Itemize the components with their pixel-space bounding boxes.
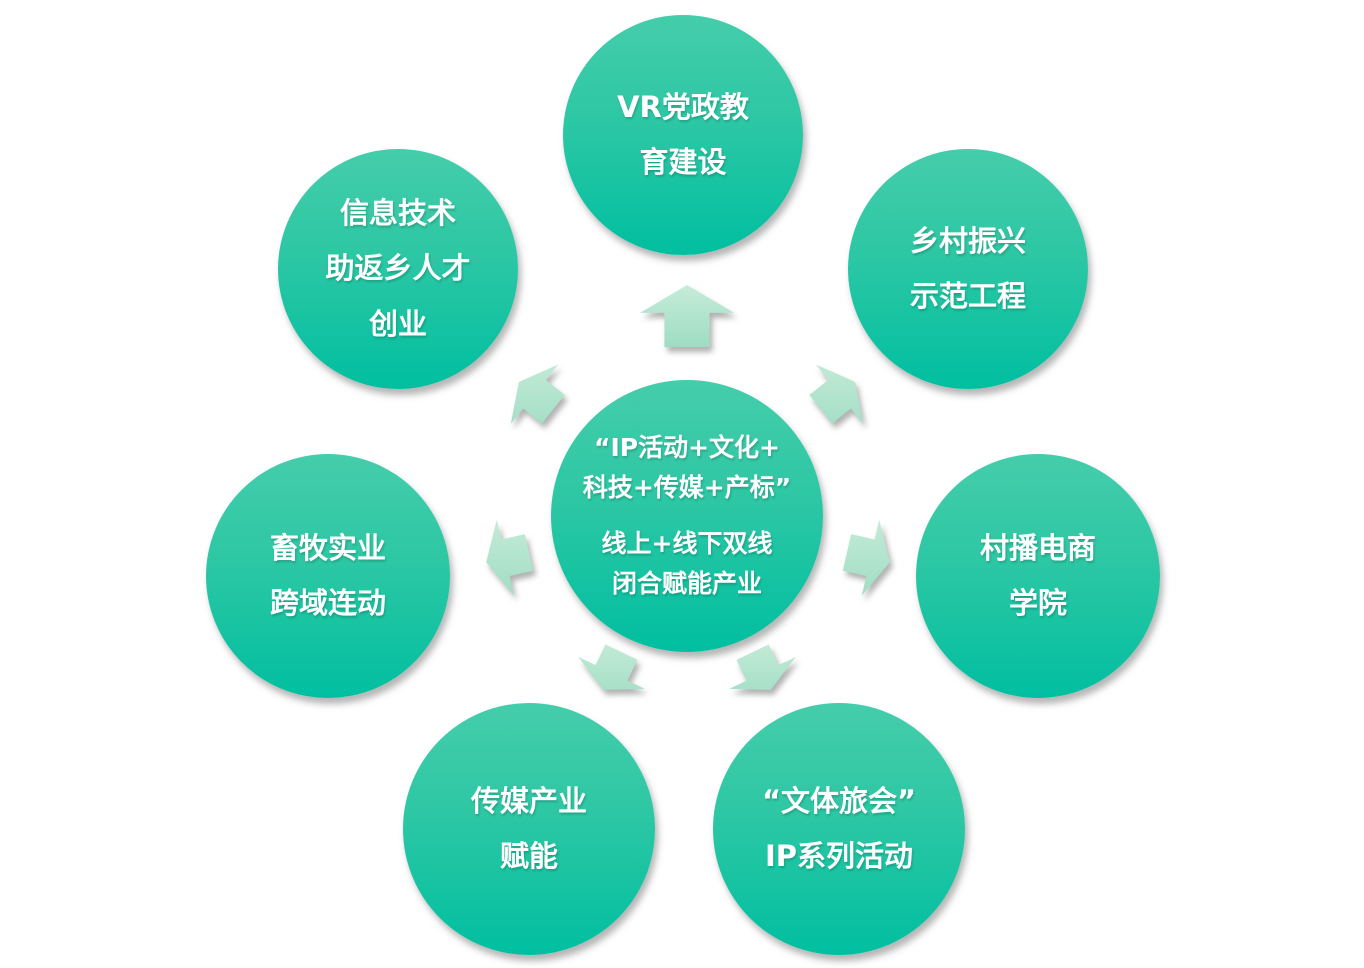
center-node-slogan: “IP活动+文化+ 科技+传媒+产标”: [582, 433, 792, 502]
node-village-ecommerce-academy: 村播电商 学院: [916, 454, 1160, 698]
center-node: “IP活动+文化+ 科技+传媒+产标” 线上+线下双线 闭合赋能产业: [551, 380, 823, 652]
node-vr-party-education: VR党政教 育建设: [563, 15, 803, 255]
arrow-up-icon: [640, 285, 734, 547]
center-node-subtitle: 线上+线下双线 闭合赋能产业: [601, 529, 773, 598]
node-media-industry: 传媒产业 赋能: [403, 703, 655, 955]
node-culture-sports-tourism-ip: “文体旅会” IP系列活动: [713, 703, 965, 955]
node-info-tech-returnees: 信息技术 助返乡人才 创业: [278, 149, 518, 389]
node-rural-revitalization: 乡村振兴 示范工程: [848, 149, 1088, 389]
node-livestock-industry: 畜牧实业 跨域连动: [206, 454, 450, 698]
